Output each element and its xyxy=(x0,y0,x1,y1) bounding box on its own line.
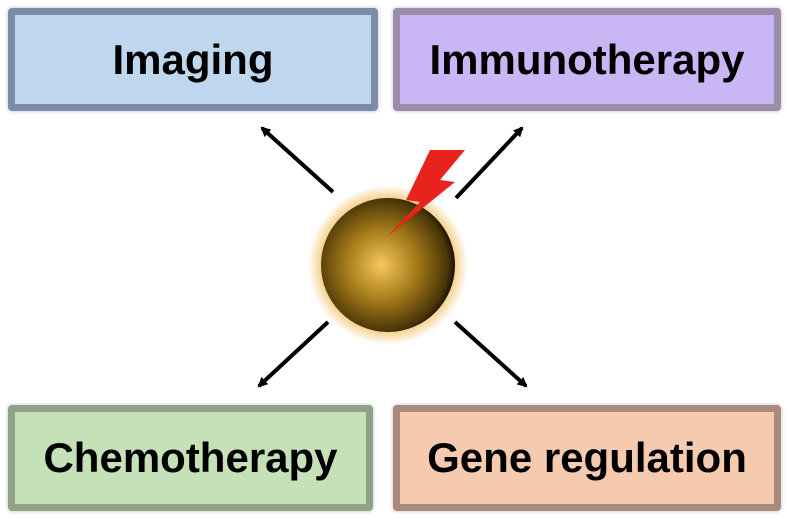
immunotherapy-box: Immunotherapy xyxy=(393,8,781,111)
arrow-to-imaging xyxy=(260,126,335,194)
arrow-to-gene-regulation xyxy=(453,320,528,388)
gene-regulation-box: Gene regulation xyxy=(393,405,781,511)
lightning-bolt-icon xyxy=(388,150,465,236)
imaging-box: Imaging xyxy=(8,8,378,111)
immunotherapy-label: Immunotherapy xyxy=(429,35,745,83)
chemotherapy-box: Chemotherapy xyxy=(8,405,373,511)
nanoparticle-sphere xyxy=(321,198,455,332)
gene-regulation-label: Gene regulation xyxy=(427,434,747,481)
arrow-to-chemotherapy xyxy=(257,320,330,388)
arrow-to-immunotherapy xyxy=(454,126,524,200)
chemotherapy-label: Chemotherapy xyxy=(43,434,338,481)
imaging-label: Imaging xyxy=(112,35,274,83)
